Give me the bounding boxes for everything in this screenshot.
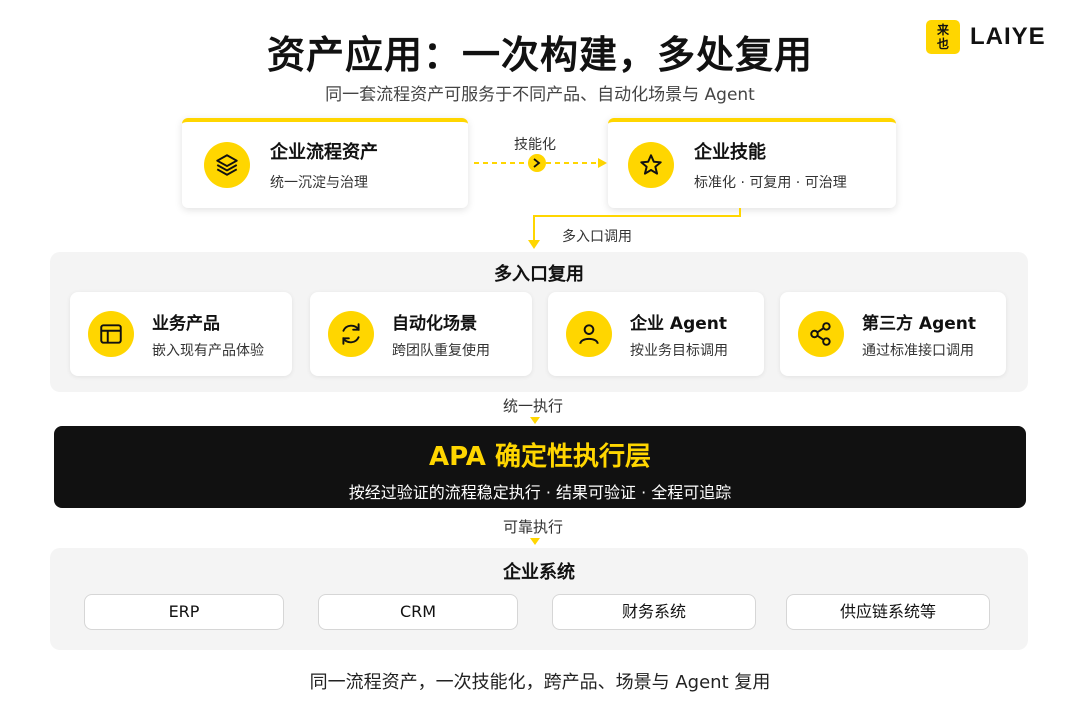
apa-title: APA 确定性执行层: [429, 442, 651, 472]
page-subtitle: 同一套流程资产可服务于不同产品、自动化场景与 Agent: [325, 85, 755, 105]
entry-desc: 嵌入现有产品体验: [152, 342, 264, 359]
process-assets-desc: 统一沉淀与治理: [270, 175, 368, 191]
entry-title: 第三方 Agent: [862, 313, 977, 334]
entry-title: 业务产品: [152, 313, 220, 334]
process-assets-title: 企业流程资产: [270, 142, 378, 163]
entry-title: 自动化场景: [392, 313, 477, 334]
unified-exec-arrow: [530, 417, 540, 424]
share-nodes-icon: [798, 311, 844, 357]
logo-text: LAIYE: [970, 23, 1046, 50]
entry-desc: 跨团队重复使用: [392, 342, 490, 359]
skillify-arrow: [474, 154, 607, 172]
footer-caption: 同一流程资产，一次技能化，跨产品、场景与 Agent 复用: [309, 672, 771, 693]
entry-card-enterprise-agent: 企业 Agent 按业务目标调用: [548, 292, 764, 376]
entries-panel-title: 多入口复用: [494, 264, 584, 285]
process-assets-card: 企业流程资产 统一沉淀与治理: [182, 118, 468, 208]
multi-entry-connector: [528, 208, 741, 249]
entry-desc: 通过标准接口调用: [862, 342, 974, 359]
enterprise-skills-card: 企业技能 标准化 · 可复用 · 可治理: [608, 118, 896, 208]
skillify-label: 技能化: [514, 137, 556, 153]
refresh-cycle-icon: [328, 311, 374, 357]
entry-card-automation: 自动化场景 跨团队重复使用: [310, 292, 532, 376]
apa-execution-layer: APA 确定性执行层 按经过验证的流程稳定执行 · 结果可验证 · 全程可追踪: [54, 426, 1026, 508]
unified-exec-label: 统一执行: [503, 397, 564, 415]
entry-card-business-product: 业务产品 嵌入现有产品体验: [70, 292, 292, 376]
multi-entry-label: 多入口调用: [562, 229, 632, 245]
logo-mark: 来 也: [926, 20, 960, 54]
systems-panel-title: 企业系统: [503, 562, 575, 583]
reliable-exec-arrow: [530, 538, 540, 545]
system-erp: ERP: [84, 594, 284, 630]
system-crm: CRM: [318, 594, 518, 630]
apa-desc: 按经过验证的流程稳定执行 · 结果可验证 · 全程可追踪: [348, 483, 732, 502]
entry-title: 企业 Agent: [630, 313, 728, 334]
enterprise-skills-desc: 标准化 · 可复用 · 可治理: [694, 175, 847, 191]
laiye-logo: 来 也 LAIYE: [926, 20, 1046, 54]
layers-icon: [204, 142, 250, 188]
user-icon: [566, 311, 612, 357]
system-supply-chain: 供应链系统等: [786, 594, 990, 630]
entry-desc: 按业务目标调用: [630, 342, 728, 359]
entry-card-third-party-agent: 第三方 Agent 通过标准接口调用: [780, 292, 1006, 376]
logo-mark-bottom: 也: [936, 37, 949, 51]
sparkle-star-icon: [628, 142, 674, 188]
system-finance: 财务系统: [552, 594, 756, 630]
reliable-exec-label: 可靠执行: [503, 518, 564, 536]
logo-mark-top: 来: [936, 23, 949, 37]
enterprise-skills-title: 企业技能: [694, 142, 766, 163]
app-window-icon: [88, 311, 134, 357]
page-title: 资产应用：一次构建，多处复用: [266, 33, 813, 77]
